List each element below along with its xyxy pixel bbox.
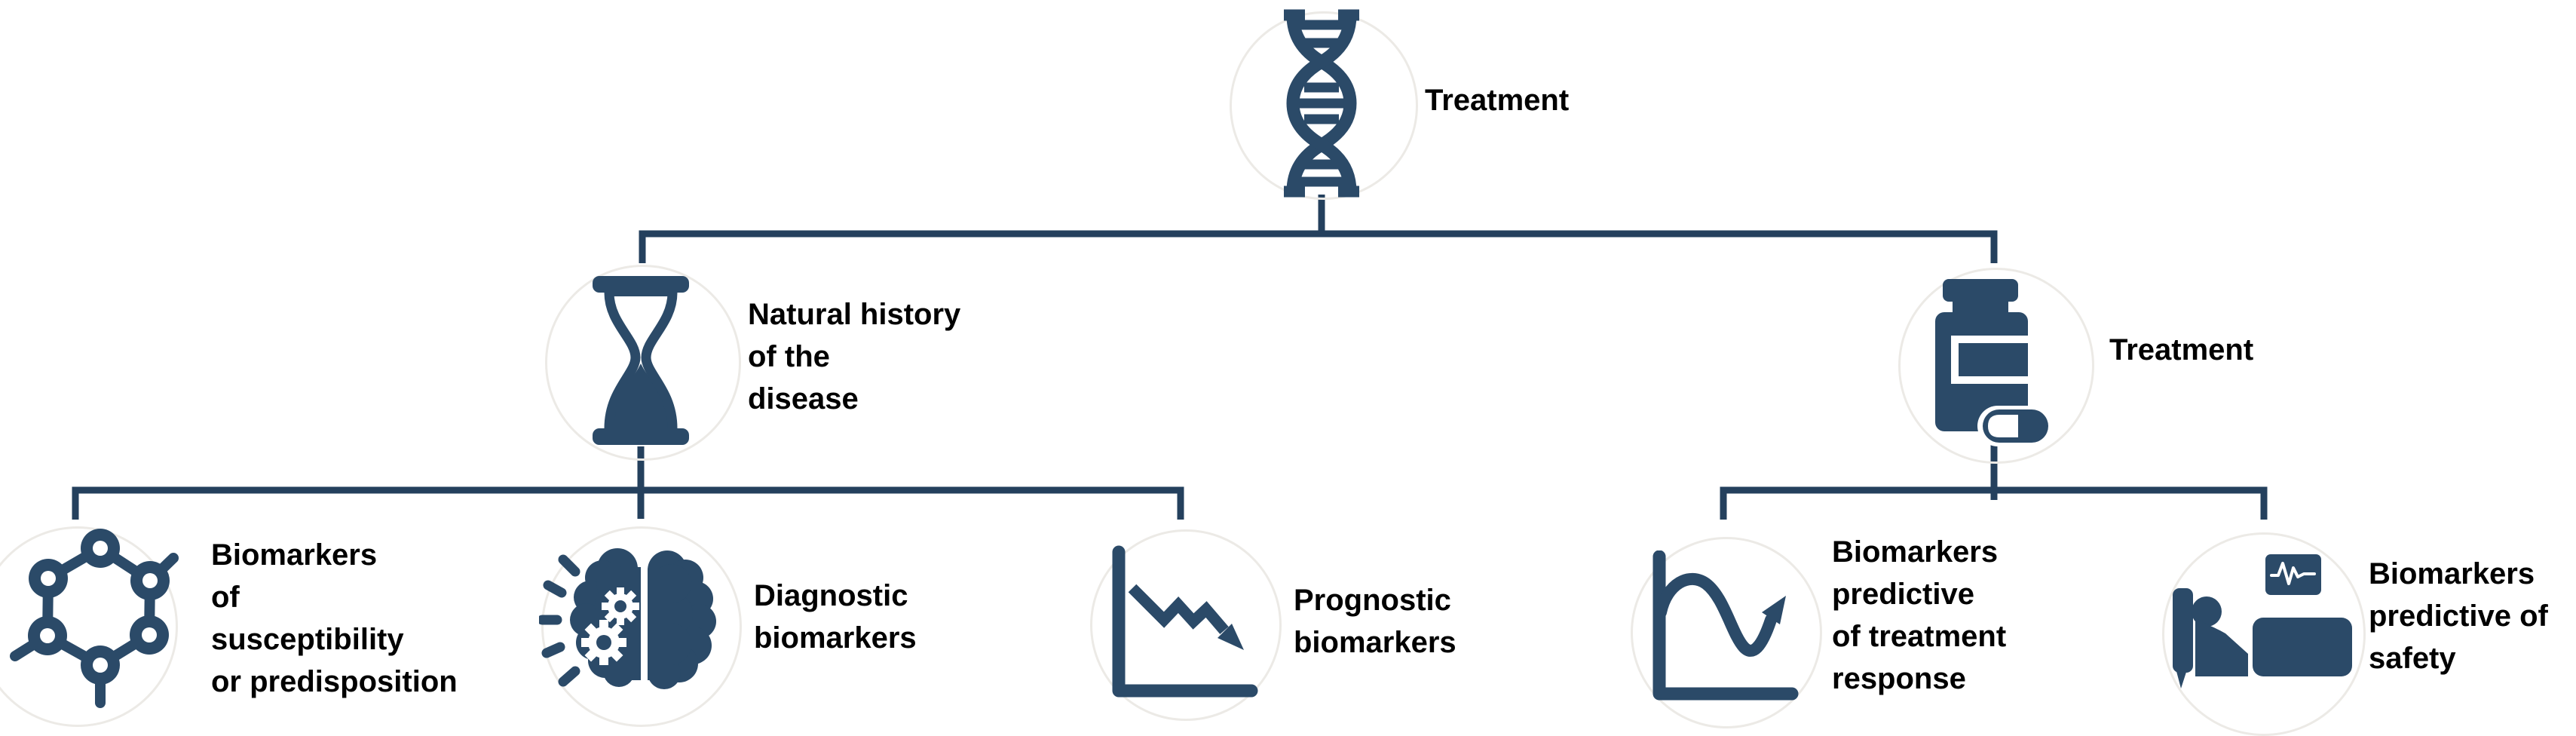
- pill-ring: [1898, 268, 2094, 464]
- safety-label: Biomarkers predictive of safety: [2369, 557, 2548, 675]
- natural-history-label: Natural history of the disease: [748, 298, 961, 416]
- connector-level1-bar: [639, 230, 1998, 263]
- connector-right-bar: [1720, 486, 2268, 520]
- patient-bed-icon: [2164, 548, 2360, 720]
- root-label: Treatment: [1425, 84, 1570, 117]
- wave-chart-icon: [1647, 550, 1802, 713]
- susceptibility-label: Biomarkers of susceptibility or predispo…: [211, 538, 458, 698]
- treatment-branch-label: Treatment: [2109, 333, 2254, 366]
- dna-ring: [1230, 11, 1418, 200]
- hourglass-icon: [580, 273, 701, 448]
- response-label: Biomarkers predictive of treatment respo…: [1832, 535, 2007, 695]
- pill-bottle-icon: [1930, 270, 2058, 449]
- dna-icon: [1272, 9, 1371, 198]
- hourglass-ring: [545, 265, 741, 461]
- diagnostic-label: Diagnostic biomarkers: [754, 579, 917, 655]
- connector-left-bar: [72, 486, 1184, 520]
- brain-gears-icon: [539, 537, 727, 709]
- prognostic-label: Prognostic biomarkers: [1294, 584, 1456, 659]
- molecule-icon: [2, 522, 187, 719]
- prognostic-ring: [1090, 529, 1282, 721]
- declining-chart-icon: [1107, 544, 1261, 704]
